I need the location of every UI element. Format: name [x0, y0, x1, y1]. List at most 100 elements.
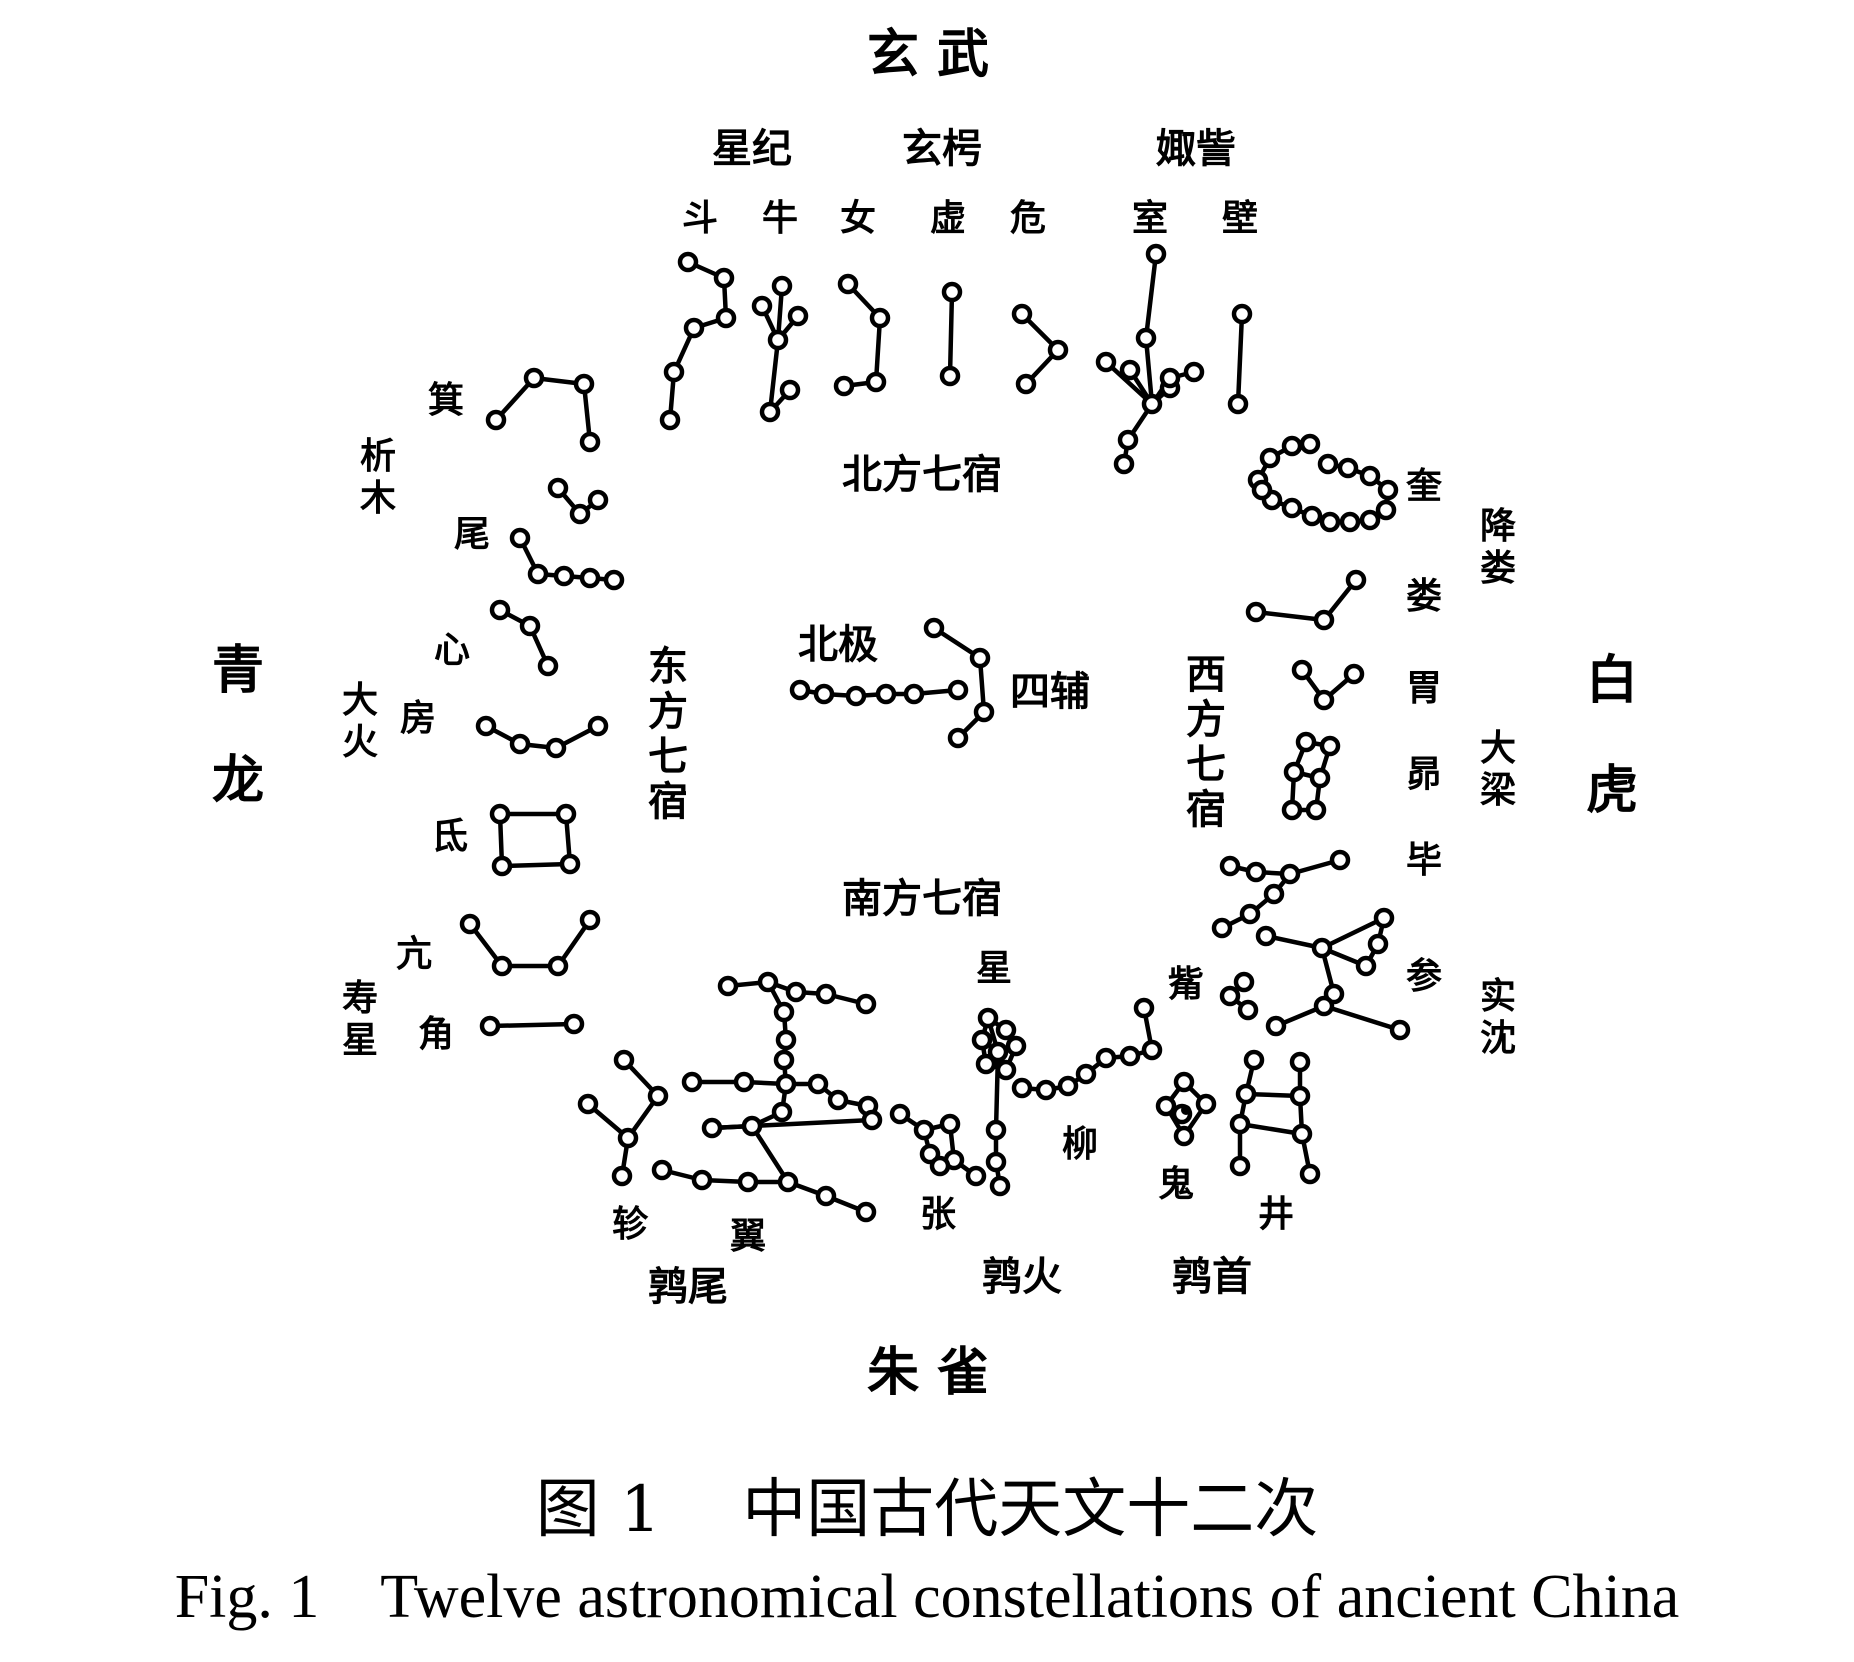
mansion-mao: 昴	[1406, 754, 1442, 795]
asterism-zi	[1219, 971, 1259, 1021]
star	[1299, 433, 1321, 455]
constellation-diagram: 玄 武 朱 雀 青 龙 白 虎 北方七宿 南方七宿 东 方 七 宿 西 方 七 …	[212, 25, 1638, 1403]
star	[1237, 999, 1259, 1021]
mansion-bi-wall: 壁	[1222, 198, 1258, 239]
star	[1057, 1075, 1079, 1097]
star	[563, 1013, 585, 1035]
asterism-liu	[1011, 997, 1163, 1101]
star-link	[1143, 251, 1159, 341]
caption-chinese: 图 1 中国古代天文十二次	[0, 1458, 1854, 1550]
quadrant-east-1: 青	[212, 641, 264, 701]
star	[1359, 509, 1381, 531]
star	[1233, 971, 1255, 993]
asterism-yi	[651, 971, 883, 1223]
star	[947, 727, 969, 749]
star	[833, 375, 855, 397]
asterism-bi_n	[1211, 849, 1351, 939]
asterism-shen	[1255, 907, 1411, 1041]
asterism-bi	[1227, 303, 1253, 415]
asterism-dou	[659, 251, 737, 431]
region-west-3: 七	[1186, 742, 1226, 788]
star	[813, 683, 835, 705]
quadrant-west-1: 白	[1586, 651, 1638, 711]
star-link	[1253, 609, 1327, 623]
star	[767, 329, 789, 351]
star	[785, 981, 807, 1003]
star	[1173, 1125, 1195, 1147]
asterism-di	[489, 803, 581, 877]
star	[1279, 863, 1301, 885]
star	[1265, 1015, 1287, 1037]
mansion-liu: 柳	[1062, 1124, 1098, 1165]
star	[779, 379, 801, 401]
star	[1313, 995, 1335, 1017]
star	[789, 679, 811, 701]
star	[1281, 497, 1303, 519]
star	[1195, 1093, 1217, 1115]
star	[815, 983, 837, 1005]
star	[537, 655, 559, 677]
star	[947, 679, 969, 701]
star	[475, 715, 497, 737]
mansion-jing: 井	[1258, 1194, 1294, 1235]
mansion-kang: 亢	[396, 933, 432, 975]
ci-dahuo-1: 大	[342, 680, 378, 721]
star	[1133, 997, 1155, 1019]
ci-dahuo-2: 火	[342, 722, 378, 763]
mansion-niu: 牛	[762, 198, 798, 239]
star	[1377, 479, 1399, 501]
star	[1289, 1051, 1311, 1073]
star	[969, 647, 991, 669]
mansion-wei-tail: 尾	[454, 514, 490, 555]
star-link	[1321, 1003, 1403, 1033]
ci-ximu-2: 木	[360, 478, 396, 519]
star-link	[767, 337, 781, 415]
asterism-xu	[939, 281, 963, 387]
star	[865, 371, 887, 393]
label-north-pole: 北极	[798, 622, 878, 668]
star	[1281, 435, 1303, 457]
star	[1011, 1077, 1033, 1099]
star	[807, 1073, 829, 1095]
mansion-zi: 觜	[1168, 964, 1204, 1005]
star	[939, 365, 961, 387]
star	[1141, 1039, 1163, 1061]
caption-zh-number: 图 1	[535, 1473, 661, 1547]
asterism-shi	[1095, 243, 1205, 475]
star	[1211, 917, 1233, 939]
star	[573, 373, 595, 395]
star	[519, 615, 541, 637]
region-west-1: 西	[1186, 652, 1226, 698]
star	[1159, 367, 1181, 389]
star	[1389, 1019, 1411, 1041]
star	[777, 1171, 799, 1193]
star	[547, 477, 569, 499]
asterism-wei_t	[509, 477, 625, 591]
star	[579, 431, 601, 453]
ci-jianglou-1: 降	[1480, 506, 1516, 547]
ci-jianglou-2: 娄	[1480, 548, 1516, 589]
star	[553, 565, 575, 587]
star	[1301, 505, 1323, 527]
star	[941, 281, 963, 303]
star	[1229, 1155, 1251, 1177]
star	[1229, 1113, 1251, 1135]
star-link	[1143, 335, 1155, 407]
quadrant-north: 玄 武	[867, 25, 989, 85]
ci-shichen-1: 实	[1480, 976, 1516, 1017]
star-link	[873, 315, 883, 385]
star	[509, 527, 531, 549]
quadrant-south: 朱 雀	[867, 1343, 989, 1403]
star-link	[1103, 359, 1155, 407]
star	[651, 1159, 673, 1181]
asterism-mao	[1281, 731, 1341, 821]
region-south: 南方七宿	[842, 876, 1002, 922]
mansion-zhang: 张	[920, 1194, 956, 1235]
star	[757, 971, 779, 993]
star	[677, 251, 699, 273]
star	[771, 275, 793, 297]
star	[855, 993, 877, 1015]
star-link	[749, 1123, 791, 1185]
star	[1243, 1049, 1265, 1071]
mansion-wei-stomach: 胃	[1406, 668, 1442, 709]
